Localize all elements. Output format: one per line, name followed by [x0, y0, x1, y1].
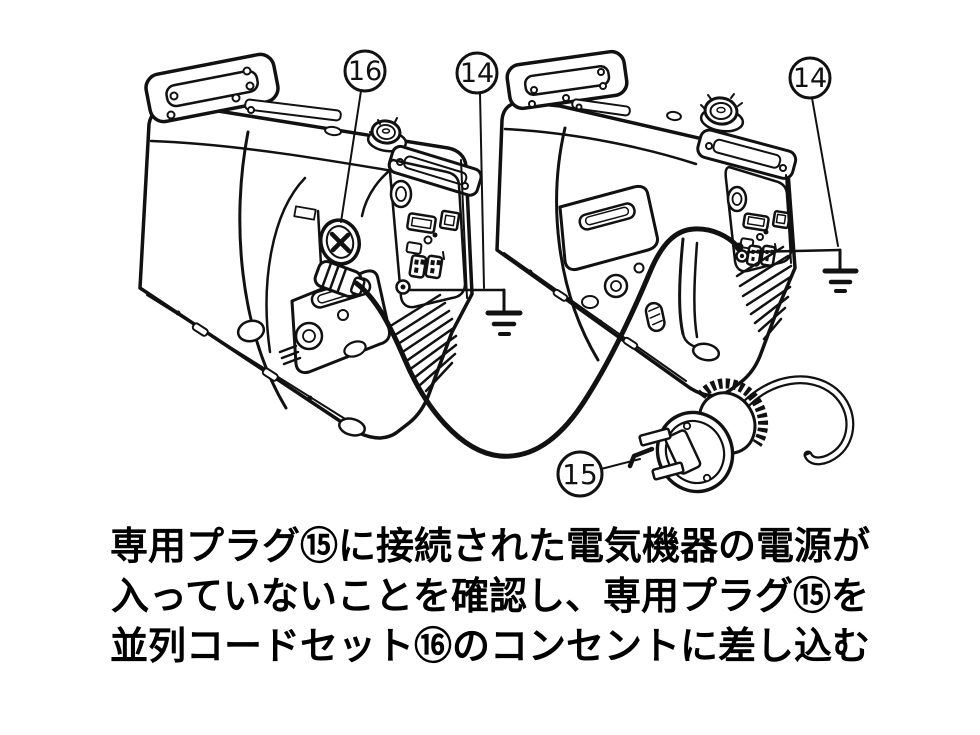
left-parallel-outlet: [319, 218, 361, 266]
parallel-cord-plug-end: [734, 242, 744, 252]
left-cooling-louvers: [390, 293, 458, 393]
callout-14-right: 14: [788, 56, 839, 247]
right-generator: [495, 49, 798, 398]
generator-parallel-connection-figure: 16 14 14 15: [138, 49, 859, 498]
right-cooling-louvers: [735, 245, 794, 341]
left-fuel-cap: [366, 117, 408, 153]
caption-line-3: 並列コードセット⑯のコンセントに差し込む: [109, 624, 870, 668]
callout-circle: [556, 450, 604, 498]
left-ac-duplex-outlet: [408, 254, 444, 280]
right-fuel-cap: [699, 93, 745, 133]
callout-number: 14: [793, 63, 827, 94]
callout-number: 14: [460, 58, 494, 89]
callout-16: 16: [340, 49, 387, 223]
callout-circle: [343, 49, 387, 93]
left-indicator-display: [406, 212, 437, 234]
caption: 専用プラグ⑮に接続された電気機器の電源が 入っていないことを確認し、専用プラグ⑮…: [0, 521, 980, 671]
leader-line: [600, 458, 641, 470]
callout-circle: [455, 51, 499, 95]
left-generator-body: [138, 104, 474, 440]
leader-line: [340, 90, 362, 223]
left-carry-handle: [144, 52, 280, 124]
caption-line-2: 入っていないことを確認し、専用プラグ⑮を: [110, 574, 870, 618]
plug-collar-ribs: [696, 378, 769, 447]
callout-number: 16: [348, 56, 382, 87]
callout-15: 15: [556, 450, 641, 498]
earth-ground-left: [407, 288, 523, 336]
right-top-recess-slot: [562, 94, 682, 122]
right-indicator-display: [742, 212, 770, 232]
plug-blade-hub: [664, 429, 702, 475]
callout-circle: [788, 56, 832, 100]
callout-14-left: 14: [455, 51, 499, 289]
right-base-frame: [527, 269, 639, 350]
left-control-panel: [388, 158, 468, 309]
right-side-service-recess: [558, 184, 666, 333]
parallel-cord-cable: [353, 226, 740, 459]
right-generator-top-seams: [503, 126, 698, 382]
plug-ground-pin: [627, 446, 655, 469]
callout-number: 15: [562, 458, 598, 491]
right-carry-handle: [505, 49, 629, 111]
parallel-cord: [353, 226, 744, 459]
leader-line: [811, 97, 839, 247]
left-top-recess-slot: [231, 93, 342, 137]
left-dc-socket: [438, 209, 461, 232]
caption-line-1: 専用プラグ⑮に接続された電気機器の電源が: [109, 524, 870, 568]
earth-ground-right: [746, 248, 859, 293]
appliance-plug: [627, 375, 855, 494]
plug-blade: [651, 461, 685, 481]
left-base-frame: [175, 310, 366, 437]
right-front-corner-post: [678, 237, 721, 362]
right-panel-handle-frame: [696, 128, 798, 180]
plug-blade: [638, 427, 672, 447]
leader-line: [479, 92, 485, 289]
left-generator: [138, 52, 483, 440]
